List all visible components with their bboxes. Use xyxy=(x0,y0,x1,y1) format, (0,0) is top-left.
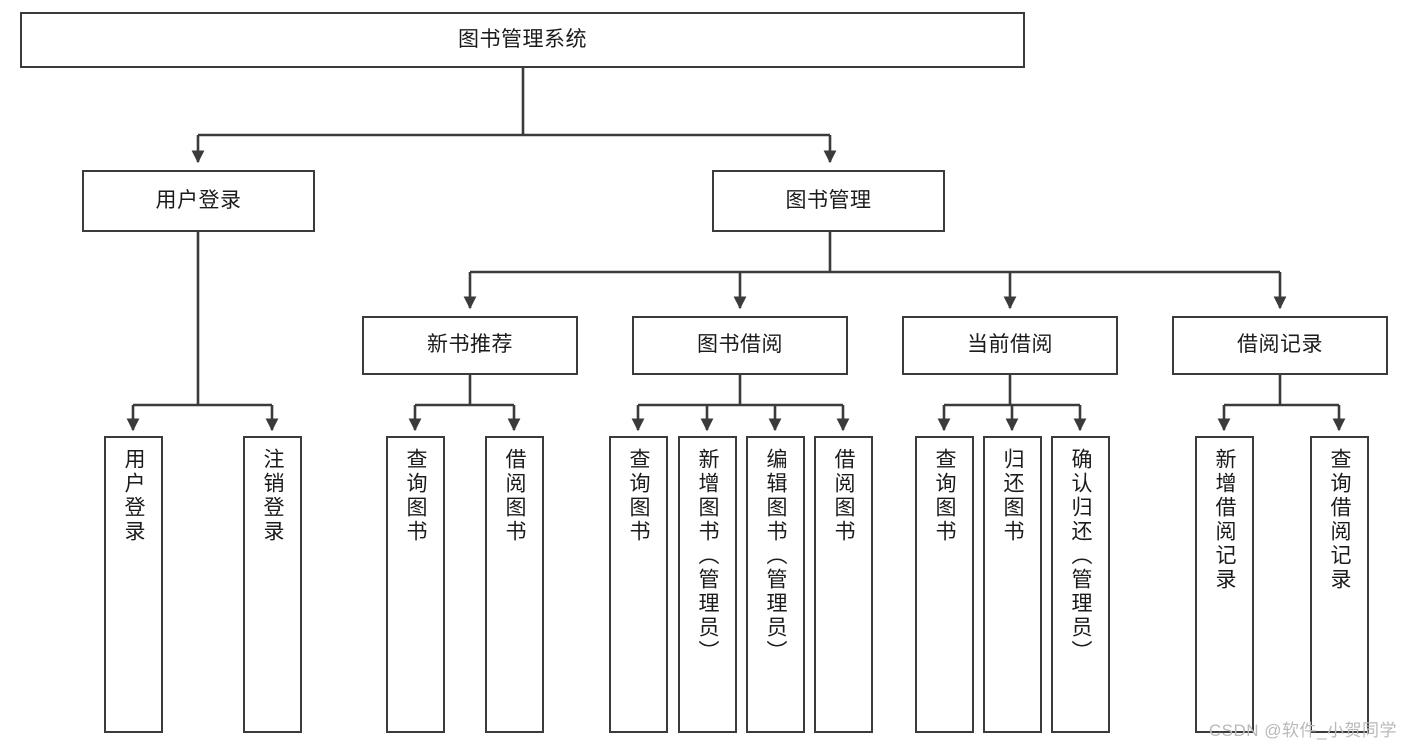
node-label: 查询借阅记录 xyxy=(1328,448,1351,592)
node-label: 图书借阅 xyxy=(697,333,783,357)
node-label: 图书管理 xyxy=(785,188,872,212)
node-current-borrow[interactable]: 当前借阅 xyxy=(902,316,1118,375)
leaf-query-book-borrow[interactable]: 查询图书 xyxy=(609,436,668,733)
node-label: 查询图书 xyxy=(404,448,427,544)
leaf-query-book-recommend[interactable]: 查询图书 xyxy=(386,436,445,733)
node-label: 确认归还（管理员） xyxy=(1069,448,1092,664)
node-root-system[interactable]: 图书管理系统 xyxy=(20,12,1025,68)
node-book-borrow[interactable]: 图书借阅 xyxy=(632,316,848,375)
node-label: 用户登录 xyxy=(155,188,242,212)
node-book-management[interactable]: 图书管理 xyxy=(712,170,945,232)
node-label: 用户登录 xyxy=(122,448,145,544)
node-label: 注销登录 xyxy=(261,448,284,544)
leaf-add-book[interactable]: 新增图书（管理员） xyxy=(678,436,737,733)
leaf-edit-book[interactable]: 编辑图书（管理员） xyxy=(746,436,805,733)
leaf-user-login[interactable]: 用户登录 xyxy=(104,436,163,733)
node-label: 图书管理系统 xyxy=(458,27,587,51)
node-label: 借阅图书 xyxy=(832,448,855,544)
node-label: 新增借阅记录 xyxy=(1213,448,1236,592)
leaf-return-book[interactable]: 归还图书 xyxy=(983,436,1042,733)
node-label: 编辑图书（管理员） xyxy=(764,448,787,664)
node-label: 归还图书 xyxy=(1001,448,1024,544)
node-label: 当前借阅 xyxy=(967,333,1053,357)
node-label: 借阅图书 xyxy=(503,448,526,544)
csdn-watermark: CSDN @软件_小贺同学 xyxy=(1208,721,1397,740)
node-label: 查询图书 xyxy=(627,448,650,544)
leaf-confirm-return[interactable]: 确认归还（管理员） xyxy=(1051,436,1110,733)
leaf-logout[interactable]: 注销登录 xyxy=(243,436,302,733)
node-label: 新书推荐 xyxy=(427,333,513,357)
node-label: 查询图书 xyxy=(933,448,956,544)
node-label: 新增图书（管理员） xyxy=(696,448,719,664)
leaf-add-borrow-record[interactable]: 新增借阅记录 xyxy=(1195,436,1254,733)
node-new-book-recommend[interactable]: 新书推荐 xyxy=(362,316,578,375)
node-user-login[interactable]: 用户登录 xyxy=(82,170,315,232)
leaf-borrow-book-recommend[interactable]: 借阅图书 xyxy=(485,436,544,733)
leaf-query-borrow-record[interactable]: 查询借阅记录 xyxy=(1310,436,1369,733)
leaf-query-book-current[interactable]: 查询图书 xyxy=(915,436,974,733)
node-borrow-record[interactable]: 借阅记录 xyxy=(1172,316,1388,375)
node-label: 借阅记录 xyxy=(1237,333,1323,357)
leaf-borrow-book[interactable]: 借阅图书 xyxy=(814,436,873,733)
